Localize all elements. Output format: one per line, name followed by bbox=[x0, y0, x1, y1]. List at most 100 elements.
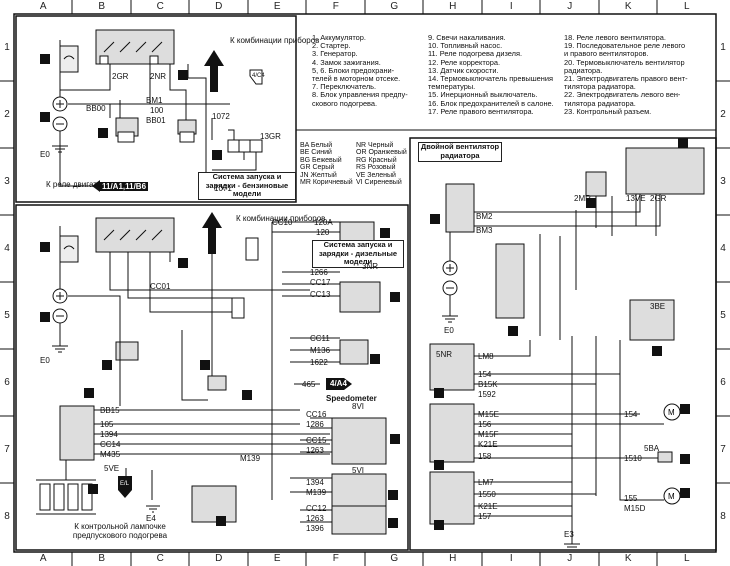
wire-label: 5BA bbox=[644, 444, 660, 453]
grid-row-label: 7 bbox=[720, 444, 726, 455]
grid-col-label: I bbox=[509, 553, 513, 564]
color-key-item: VI Сиреневый bbox=[356, 179, 402, 187]
color-key-item: NR Черный bbox=[356, 142, 394, 149]
legend-item: 19. Последовательное реле левого bbox=[564, 41, 686, 51]
legend-column-3: 18. Реле левого вентилятора. 19. Последо… bbox=[564, 33, 688, 116]
wire-label: 157 bbox=[478, 512, 492, 521]
color-key-column-1: BA Белый BE Синий BG Бежевый GR Серый JN… bbox=[300, 142, 353, 186]
wire-label: BM3 bbox=[476, 226, 493, 235]
wire-label: CC16 bbox=[306, 410, 327, 419]
wire-label: 120A bbox=[314, 218, 333, 227]
color-key-item: VE Зеленый bbox=[356, 171, 396, 179]
grid-col-label: I bbox=[509, 1, 513, 12]
grid-row-label: 3 bbox=[4, 176, 10, 187]
wire-label: M136 bbox=[310, 346, 331, 355]
wire-label: CC11 bbox=[310, 334, 330, 343]
wire-label: 2GR bbox=[650, 194, 667, 203]
grid-row-label: 7 bbox=[4, 444, 10, 455]
grid-row-label: 1 bbox=[720, 42, 726, 53]
grid-col-label: K bbox=[624, 553, 632, 564]
legend-item: 10. Топливный насос. bbox=[428, 41, 503, 51]
legend-item: 17. Реле правого вентилятора. bbox=[428, 106, 534, 116]
wire-label: 105 bbox=[100, 420, 114, 429]
wire-label: CC12 bbox=[306, 504, 327, 513]
legend-item: 16. Блок предохранителей в салоне. bbox=[428, 98, 554, 108]
reference-box-label: 11/A1,11/B6 bbox=[100, 182, 149, 191]
wire-label: M15D bbox=[624, 504, 646, 513]
wire-label: 2NR bbox=[150, 72, 167, 81]
color-key-item: OR Оранжевый bbox=[356, 149, 407, 157]
wire-label: 1263 bbox=[306, 446, 324, 455]
reference-tag: 4/C4 bbox=[224, 233, 237, 239]
color-key-item: GR Серый bbox=[300, 164, 335, 172]
legend-item: 22. Электродвигатель левого вен- bbox=[564, 90, 681, 100]
grid-col-label: C bbox=[156, 553, 164, 564]
grid-row-label: 6 bbox=[4, 377, 10, 388]
legend-item: тилятора радиатора. bbox=[564, 82, 636, 92]
petrol-system-title: Система запуска и зарядки - бензиновые м… bbox=[198, 172, 296, 200]
wire-label: 8VI bbox=[352, 402, 365, 411]
wire-label: BM1 bbox=[146, 96, 163, 105]
legend-item: 8. Блок управления предпу- bbox=[312, 90, 408, 100]
legend-item: радиатора. bbox=[564, 65, 603, 75]
wire-label: BB15 bbox=[100, 406, 120, 415]
reference-tag: E/L bbox=[186, 215, 196, 221]
legend-item: и правого вентиляторов. bbox=[564, 49, 649, 59]
wire-label: 158 bbox=[478, 452, 492, 461]
legend-item: 20. Термовыключатель вентилятор bbox=[564, 57, 685, 67]
wire-label: 13VE bbox=[626, 194, 646, 203]
grid-col-label: H bbox=[449, 1, 457, 12]
legend-item: тилятора радиатора. bbox=[564, 98, 636, 108]
grid-columns-top: A B C D E F G H I J K L bbox=[14, 0, 716, 14]
grid-col-label: G bbox=[390, 1, 399, 12]
wire-label: 1263 bbox=[306, 514, 324, 523]
wire-label: LM8 bbox=[478, 352, 494, 361]
grid-row-label: 8 bbox=[4, 511, 10, 522]
wire-label: 3BE bbox=[650, 302, 666, 311]
reference-tag: 4/C4 bbox=[252, 73, 265, 79]
wire-label: 465 bbox=[302, 380, 316, 389]
grid-col-label: A bbox=[39, 553, 47, 564]
legend-item: 1. Аккумулятор. bbox=[312, 33, 366, 42]
color-key-item: RG Красный bbox=[356, 156, 397, 164]
svg-text:M: M bbox=[668, 492, 675, 501]
legend-item: 12. Реле корректора. bbox=[428, 57, 501, 67]
reference-465-label: 4/A4 bbox=[330, 379, 347, 388]
grid-col-label: F bbox=[332, 1, 339, 12]
grid-row-label: 5 bbox=[4, 310, 10, 321]
grid-col-label: F bbox=[332, 553, 339, 564]
wire-label: M15F bbox=[478, 430, 499, 439]
legend-item: 5, 6. Блоки предохрани- bbox=[312, 65, 395, 75]
wire-label: 100 bbox=[150, 106, 164, 115]
diesel-system-title: Система запуска и зарядки - дизельные мо… bbox=[312, 240, 404, 268]
wire-label: 154 bbox=[624, 410, 638, 419]
ground-label: E0 bbox=[40, 356, 50, 365]
wire-label: 3NR bbox=[362, 262, 379, 271]
wire-label: 5VI bbox=[352, 466, 365, 475]
grid-col-label: C bbox=[156, 1, 164, 12]
grid-columns-bottom: A B C D E F G H I J K L bbox=[14, 552, 716, 566]
wire-label: 156 bbox=[478, 420, 492, 429]
reference-tag: E/L bbox=[120, 481, 130, 487]
color-key-column-2: NR Черный OR Оранжевый RG Красный RS Роз… bbox=[356, 142, 407, 186]
legend-item: 15. Инерционный выключатель. bbox=[428, 90, 538, 100]
wire-label: M139 bbox=[306, 488, 327, 497]
legend-item: 9. Свечи накаливания. bbox=[428, 33, 506, 42]
legend-item: 21. Электродвигатель правого вент- bbox=[564, 74, 688, 84]
wire-label: 1266 bbox=[310, 268, 328, 277]
grid-rows-right: 1 2 3 4 5 6 7 8 bbox=[716, 14, 730, 552]
grid-row-label: 1 bbox=[4, 42, 10, 53]
speedometer-label: Speedometer bbox=[326, 394, 377, 403]
wire-label: 1394 bbox=[306, 478, 324, 487]
legend-column-1: 1. Аккумулятор. 2. Стартер. 3. Генератор… bbox=[312, 33, 408, 108]
grid-col-label: L bbox=[683, 1, 690, 12]
wire-label: 1622 bbox=[310, 358, 328, 367]
wire-label: 120 bbox=[316, 228, 330, 237]
color-key-item: BE Синий bbox=[300, 149, 332, 157]
legend-item: телей в моторном отсеке. bbox=[312, 74, 401, 84]
legend-item: температуры. bbox=[428, 82, 476, 92]
color-key-item: MR Коричневый bbox=[300, 179, 353, 187]
legend-item: 14. Термовыключатель превышения bbox=[428, 74, 553, 84]
